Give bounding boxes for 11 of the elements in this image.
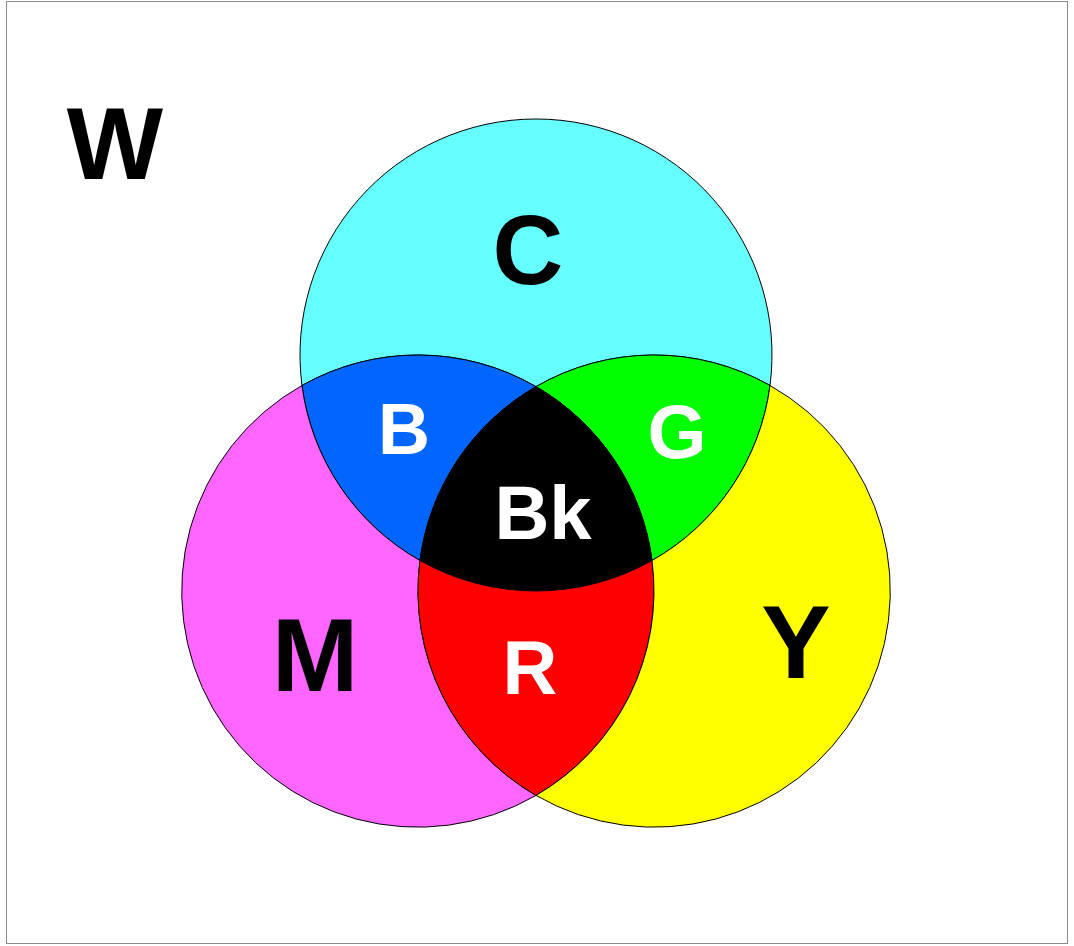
venn-region (417, 559, 655, 797)
region-label: Bk (494, 475, 592, 551)
region-label: B (378, 393, 430, 465)
region-label: W (66, 93, 164, 195)
region-label: C (492, 201, 564, 299)
region-label: M (271, 603, 359, 707)
region-label: Y (761, 590, 831, 694)
region-label: R (502, 630, 558, 706)
venn-region (299, 118, 773, 388)
diagram-frame (6, 1, 1068, 944)
region-label: G (647, 394, 707, 470)
